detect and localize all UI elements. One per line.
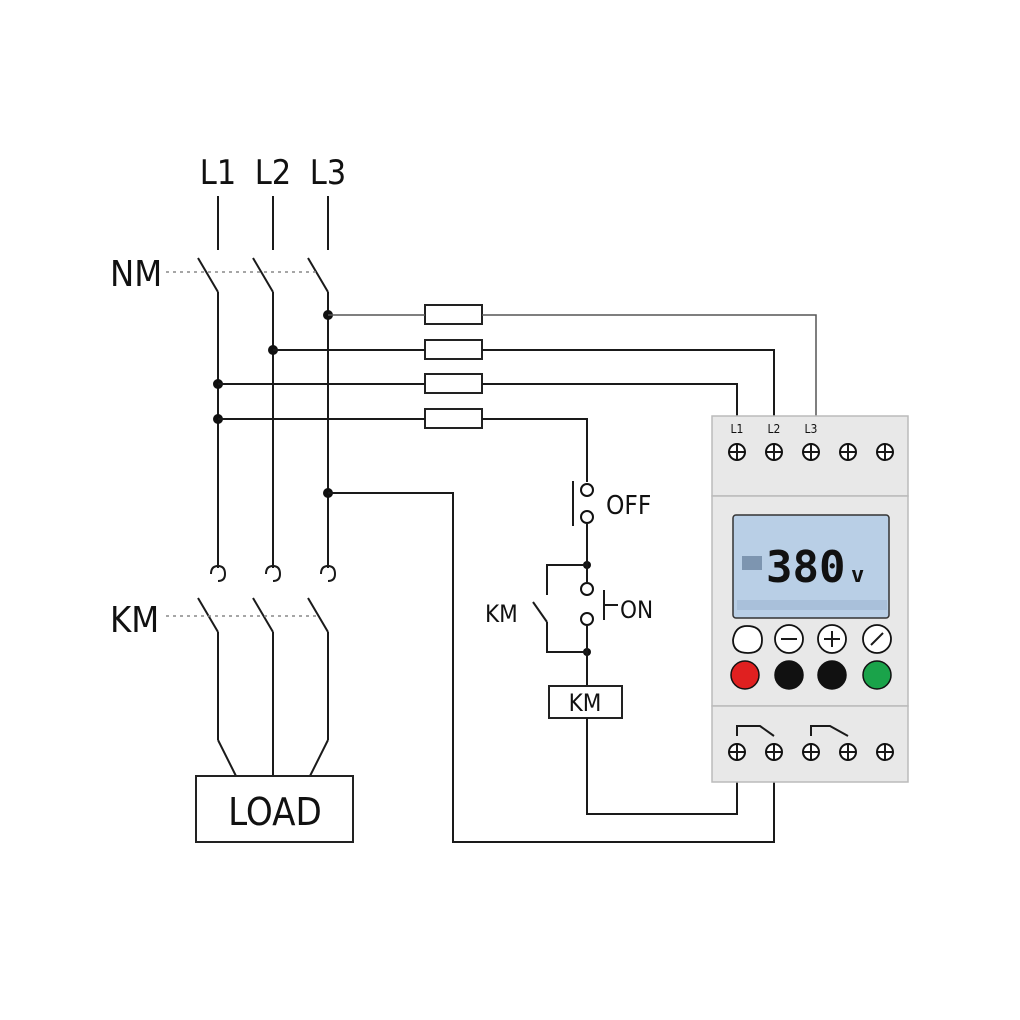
relay-supply-wires <box>218 314 817 482</box>
label-l3: L3 <box>310 153 347 193</box>
function-keys <box>732 624 892 654</box>
label-l2: L2 <box>255 153 292 193</box>
label-l1: L1 <box>200 153 237 193</box>
red-button <box>730 660 760 690</box>
lcd-unit: v <box>851 563 864 588</box>
phase-buses <box>217 292 329 568</box>
black-button-2 <box>817 660 847 690</box>
label-km-main: KM <box>110 600 159 641</box>
green-button <box>862 660 892 690</box>
relay-output-wire <box>328 492 775 843</box>
black-button-1 <box>774 660 804 690</box>
breaker-nm <box>166 196 329 293</box>
relay-terminal-l3: L3 <box>805 422 818 436</box>
lcd-indicator <box>742 556 762 570</box>
relay-terminal-l1: L1 <box>731 422 744 436</box>
label-on: ON <box>620 596 653 624</box>
relay-terminal-l2: L2 <box>768 422 781 436</box>
on-button <box>580 565 618 686</box>
km-coil-label: KM <box>569 689 602 717</box>
off-button <box>572 481 594 565</box>
contactor-km <box>166 564 337 777</box>
load-label: LOAD <box>228 790 322 834</box>
fuses <box>424 304 483 429</box>
bottom-screw-terminals <box>728 743 894 761</box>
label-off: OFF <box>606 491 651 521</box>
label-km-aux: KM <box>485 600 518 628</box>
label-nm: NM <box>110 254 162 295</box>
km-hold-contact <box>532 564 587 653</box>
lcd-status-row <box>737 600 887 610</box>
load-box <box>195 775 354 843</box>
lcd-value: 380 <box>766 542 845 593</box>
coil-return-wire <box>586 718 738 815</box>
output-contact-symbols <box>736 725 849 737</box>
mode-key-icon <box>732 625 763 654</box>
protection-relay: L1 L2 L3 380 v <box>711 415 909 783</box>
top-screw-terminals <box>728 443 894 461</box>
km-coil <box>548 685 623 719</box>
lcd-display <box>732 514 890 619</box>
